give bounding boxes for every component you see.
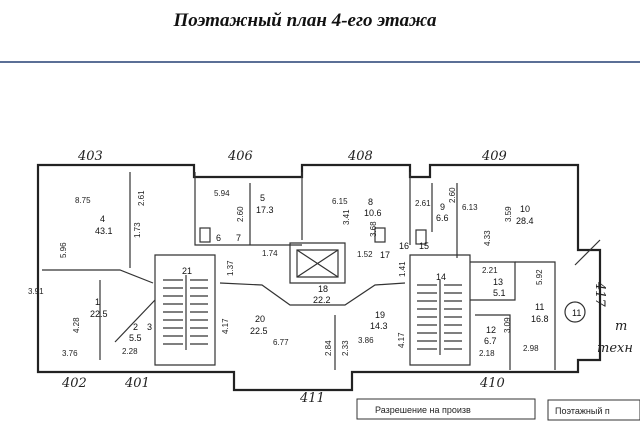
svg-text:2.84: 2.84 (324, 340, 333, 356)
stamp-text: Разрешение на произв (375, 405, 471, 415)
room-11-num: 11 (535, 302, 544, 312)
svg-text:3.59: 3.59 (504, 206, 513, 222)
room-8-area: 10.6 (364, 208, 382, 218)
room-8-num: 8 (368, 197, 373, 207)
circle-label: 11 (572, 308, 581, 318)
room-3-num: 3 (147, 322, 152, 332)
svg-text:2.98: 2.98 (523, 344, 539, 353)
svg-text:3.09: 3.09 (503, 317, 512, 333)
svg-text:1.74: 1.74 (262, 249, 278, 258)
room-6-num: 6 (216, 233, 221, 243)
room-18-num: 18 (318, 284, 328, 294)
svg-text:4.28: 4.28 (72, 317, 81, 333)
room-20-num: 20 (255, 314, 265, 324)
svg-text:2.28: 2.28 (122, 347, 138, 356)
room-18-area: 22.2 (313, 295, 331, 305)
apt-401: 401 (124, 376, 150, 391)
svg-text:5.96: 5.96 (59, 242, 68, 258)
room-2-num: 2 (133, 322, 138, 332)
room-15-num: 15 (419, 241, 429, 251)
apt-402: 402 (61, 376, 87, 391)
svg-text:3.86: 3.86 (358, 336, 374, 345)
svg-text:3.41: 3.41 (342, 209, 351, 225)
room-10-area: 28.4 (516, 216, 534, 226)
room-2-area: 5.5 (129, 333, 142, 343)
room-9-num: 9 (440, 202, 445, 212)
stamp-box-right (547, 399, 640, 421)
svg-text:4.17: 4.17 (221, 318, 230, 334)
side-text-2: техн (597, 341, 633, 356)
circle-marker (564, 301, 586, 323)
room-21-num: 21 (182, 266, 192, 276)
stairs-right (417, 280, 462, 355)
svg-text:3.68: 3.68 (369, 221, 378, 237)
page-title: Поэтажный план 4-его этажа (173, 10, 437, 31)
room-12-num: 12 (486, 325, 496, 335)
wc-15 (415, 229, 427, 245)
room-4-area: 43.1 (95, 226, 113, 236)
svg-text:6.77: 6.77 (273, 338, 289, 347)
room-5-num: 5 (260, 193, 265, 203)
svg-text:3.91: 3.91 (28, 287, 44, 296)
svg-text:8.75: 8.75 (75, 196, 91, 205)
room-4-num: 4 (100, 214, 105, 224)
apt-408: 408 (347, 149, 373, 164)
svg-text:4.33: 4.33 (483, 230, 492, 246)
stamp-box (356, 398, 536, 420)
apt-411: 411 (299, 391, 325, 406)
svg-text:2.18: 2.18 (479, 349, 495, 358)
side-text-1: т (615, 319, 627, 334)
wc-6 (199, 227, 211, 243)
wc-17 (374, 227, 386, 243)
room-1-area: 22.5 (90, 309, 108, 319)
apt-409: 409 (481, 149, 507, 164)
apt-410: 410 (479, 376, 505, 391)
room-19-num: 19 (375, 310, 385, 320)
room-17-num: 17 (380, 250, 390, 260)
room-9-area: 6.6 (436, 213, 449, 223)
apt-417: 417 (592, 281, 607, 308)
room-7-num: 7 (236, 233, 241, 243)
room-11-area: 16.8 (531, 314, 549, 324)
room-13-num: 13 (493, 277, 503, 287)
room-5-area: 17.3 (256, 205, 274, 215)
svg-text:4.17: 4.17 (397, 332, 406, 348)
svg-text:2.60: 2.60 (448, 187, 457, 203)
apt-406: 406 (227, 149, 253, 164)
room-20-area: 22.5 (250, 326, 268, 336)
svg-text:6.15: 6.15 (332, 197, 348, 206)
stamp-text-right: Поэтажный п (555, 406, 610, 416)
room-14-num: 14 (436, 272, 446, 282)
room-16-num: 16 (399, 241, 409, 251)
svg-text:1.52: 1.52 (357, 250, 373, 259)
svg-text:2.60: 2.60 (236, 206, 245, 222)
room-10-num: 10 (520, 204, 530, 214)
svg-text:1.73: 1.73 (133, 222, 142, 238)
svg-text:2.33: 2.33 (341, 340, 350, 356)
svg-text:6.13: 6.13 (462, 203, 478, 212)
room-1-num: 1 (95, 297, 100, 307)
room-12-area: 6.7 (484, 336, 497, 346)
svg-text:5.92: 5.92 (535, 269, 544, 285)
room-13-area: 5.1 (493, 288, 506, 298)
svg-text:1.41: 1.41 (398, 261, 407, 277)
svg-text:3.76: 3.76 (62, 349, 78, 358)
room-19-area: 14.3 (370, 321, 388, 331)
svg-text:2.61: 2.61 (137, 190, 146, 206)
svg-text:5.94: 5.94 (214, 189, 230, 198)
svg-text:1.37: 1.37 (226, 260, 235, 276)
svg-text:2.61: 2.61 (415, 199, 431, 208)
svg-text:2.21: 2.21 (482, 266, 498, 275)
stairs-left (163, 275, 208, 350)
apt-403: 403 (77, 149, 103, 164)
title-divider (0, 61, 640, 63)
